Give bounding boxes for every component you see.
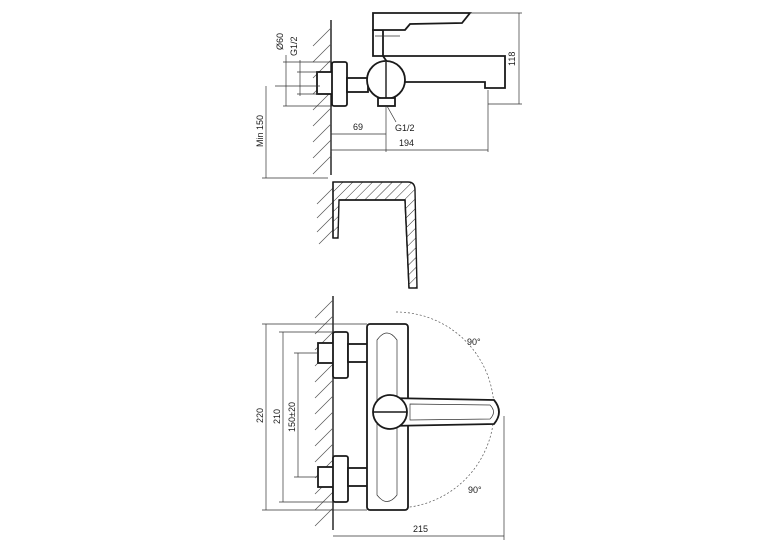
upper-connector-neck [347,343,369,363]
dim-label-height: 118 [507,52,517,66]
section-view [316,181,418,289]
lever-handle [372,12,472,31]
mixer-body-inner [376,332,398,502]
angle-label-bottom: 90° [468,485,482,495]
connector-neck [346,77,369,93]
dim-label-length: 194 [399,138,414,148]
dim-label-width: 215 [413,524,428,534]
tub-rim-section [332,181,418,289]
lower-inlet-flange [332,455,349,503]
dim-label-offset: 69 [353,122,363,132]
wall-hatch-front [314,299,334,527]
angle-label-top: 90° [467,337,481,347]
diverter-outlet [377,97,396,107]
dim-label-total-height: 220 [255,408,265,423]
dim-label-diameter: Ø60 [275,33,285,50]
dim-label-outlet-thread: G1/2 [395,123,415,133]
dim-label-center-distance: 150±20 [287,402,297,432]
inlet-pipe [316,71,334,95]
dim-label-thread: G1/2 [289,36,299,56]
dim-label-body-height: 210 [272,409,282,424]
wall-hatch-top [312,27,332,175]
upper-inlet-flange [332,331,349,379]
lever-stem [372,29,384,57]
front-view: 90° 90° 220 210 150±20 215 [255,296,505,540]
side-view: Ø60 G1/2 Min 150 69 G1/2 194 118 [255,12,522,179]
lower-inlet-pipe [317,466,335,488]
tub-inner-surface [339,199,410,289]
lower-connector-neck [347,467,369,487]
leader-outlet-thread [386,105,397,123]
inlet-flange [331,61,348,107]
lever-front-inner [409,403,494,421]
dim-label-min-height: Min 150 [255,115,265,147]
upper-inlet-pipe [317,342,335,364]
wall-hatch-section [316,187,334,245]
